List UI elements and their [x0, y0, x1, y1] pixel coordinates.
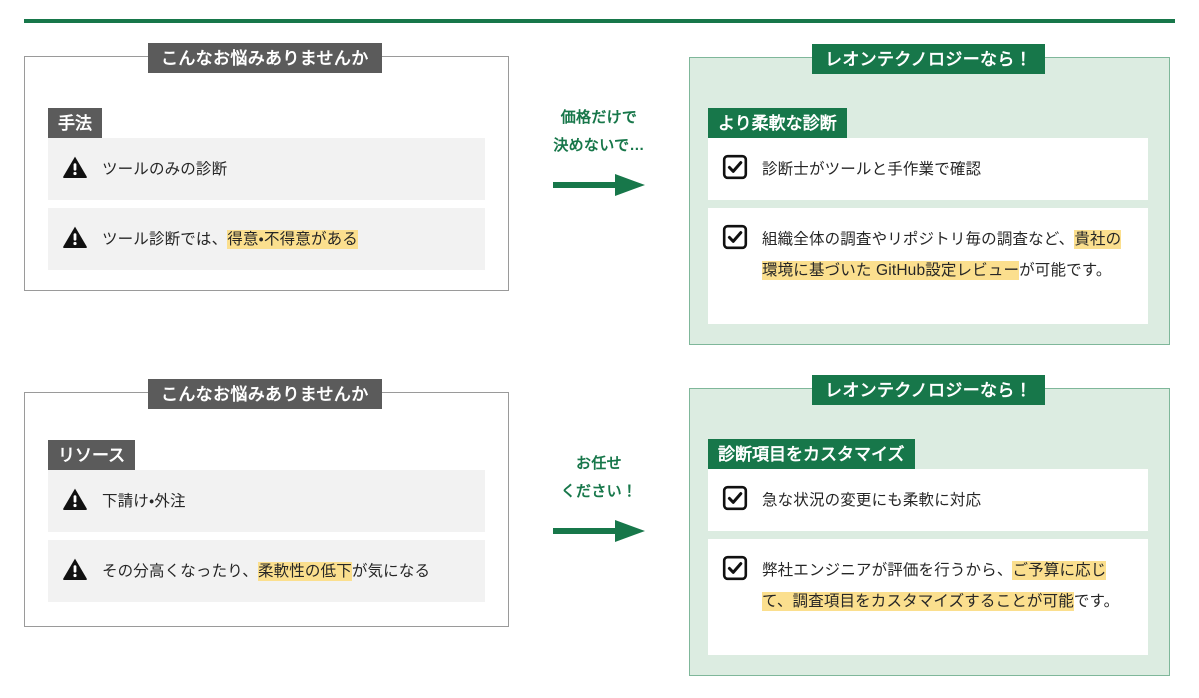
- right-arrow-icon: [553, 520, 645, 542]
- plain-text: 診断士がツールと手作業で確認: [762, 161, 982, 178]
- top-accent-rule: [24, 19, 1175, 23]
- checkbox-checked-icon: [722, 555, 748, 581]
- solution-row: 組織全体の調査やリポジトリ毎の調査など、貴社の環境に基づいた GitHub設定レ…: [708, 208, 1148, 324]
- plain-text: 弊社エンジニアが評価を行うから、: [762, 562, 1013, 579]
- problem-row: ツールのみの診断: [48, 138, 485, 200]
- solution-card-2-title: レオンテクノロジーなら！: [812, 375, 1046, 405]
- connector-2-line2: ください！: [560, 483, 638, 500]
- connector-2-line1: お任せ: [576, 455, 622, 472]
- warning-triangle-icon: [62, 486, 88, 512]
- problem-row: 下請け・外注: [48, 470, 485, 532]
- connector-1: 価格だけで 決めないで…: [524, 104, 674, 198]
- checkbox-checked-icon: [722, 485, 748, 511]
- solution-row-text: 診断士がツールと手作業で確認: [762, 154, 1134, 185]
- problem-card-2-title: こんなお悩みありませんか: [148, 379, 382, 409]
- solution-row-text: 急な状況の変更にも柔軟に対応: [762, 485, 1134, 516]
- problem-row: ツール診断では、得意・不得意がある: [48, 208, 485, 270]
- connector-1-line2: 決めないで…: [553, 137, 645, 154]
- warning-triangle-icon: [62, 154, 88, 180]
- plain-text: 急な状況の変更にも柔軟に対応: [762, 492, 982, 509]
- plain-text: 下請け・外注: [102, 493, 186, 510]
- plain-text: 組織全体の調査やリポジトリ毎の調査など、: [762, 231, 1075, 248]
- problem-row-text: ツールのみの診断: [102, 154, 471, 185]
- solution-card-1-chip: より柔軟な診断: [708, 108, 847, 138]
- plain-text: その分高くなったり、: [102, 563, 258, 580]
- solution-row: 弊社エンジニアが評価を行うから、ご予算に応じて、調査項目をカスタマイズすることが…: [708, 539, 1148, 655]
- solution-row-text: 弊社エンジニアが評価を行うから、ご予算に応じて、調査項目をカスタマイズすることが…: [762, 555, 1134, 617]
- checkbox-checked-icon: [722, 224, 748, 250]
- problem-card-2-chip: リソース: [48, 440, 136, 470]
- problem-card-1-chip: 手法: [48, 108, 102, 138]
- solution-row-text: 組織全体の調査やリポジトリ毎の調査など、貴社の環境に基づいた GitHub設定レ…: [762, 224, 1134, 286]
- solution-card-2-chip: 診断項目をカスタマイズ: [708, 439, 915, 469]
- right-arrow-icon: [553, 174, 645, 196]
- highlighted-text: 柔軟性の低下: [257, 562, 352, 581]
- warning-triangle-icon: [62, 224, 88, 250]
- warning-triangle-icon: [62, 556, 88, 582]
- solution-row: 急な状況の変更にも柔軟に対応: [708, 469, 1148, 531]
- checkbox-checked-icon: [722, 154, 748, 180]
- problem-row: その分高くなったり、柔軟性の低下が気になる: [48, 540, 485, 602]
- plain-text: が可能です。: [1019, 262, 1112, 279]
- plain-text: ツールのみの診断: [102, 161, 228, 178]
- problem-card-1-title: こんなお悩みありませんか: [148, 43, 382, 73]
- solution-row: 診断士がツールと手作業で確認: [708, 138, 1148, 200]
- plain-text: です。: [1073, 593, 1120, 610]
- solution-card-1-title: レオンテクノロジーなら！: [812, 44, 1046, 74]
- highlighted-text: 得意・不得意がある: [227, 230, 358, 249]
- plain-text: ツール診断では、: [102, 231, 228, 248]
- connector-1-line1: 価格だけで: [560, 109, 638, 126]
- plain-text: が気になる: [351, 563, 431, 580]
- problem-row-text: ツール診断では、得意・不得意がある: [102, 224, 471, 255]
- problem-row-text: 下請け・外注: [102, 486, 471, 517]
- problem-row-text: その分高くなったり、柔軟性の低下が気になる: [102, 556, 471, 587]
- connector-2: お任せ ください！: [524, 450, 674, 544]
